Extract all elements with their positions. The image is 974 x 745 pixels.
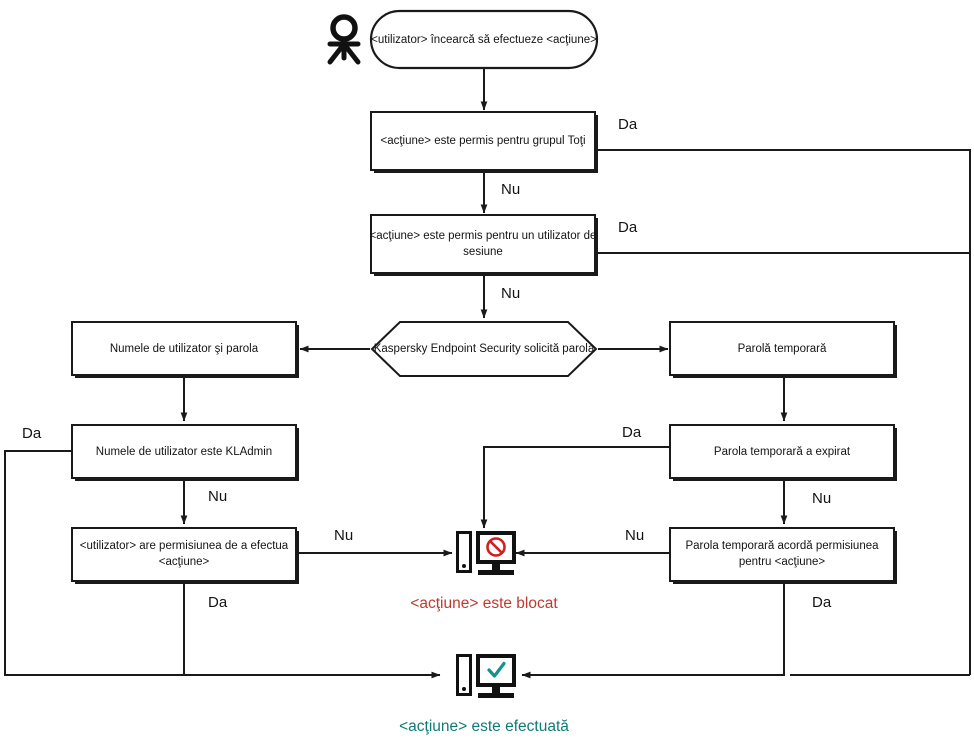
- node-allowed-session-user-label-line2: sesiune: [463, 246, 503, 258]
- edge-label-grants-no: Nu: [625, 527, 644, 544]
- node-is-kladmin: Numele de utilizator este KLAdmin: [71, 424, 299, 481]
- edge-label-session-yes: Da: [618, 219, 638, 236]
- node-allowed-session-user-label-line1: <acţiune> este permis pentru un utilizat…: [370, 230, 597, 242]
- node-temp-password: Parolă temporară: [669, 321, 897, 378]
- node-user-has-permission-label-line1: <utilizator> are permisiunea de a efectu…: [80, 540, 289, 552]
- edge-label-expired-no: Nu: [812, 490, 831, 507]
- edge-everyone-yes: [596, 149, 971, 675]
- node-temp-expired: Parola temporară a expirat: [669, 424, 897, 481]
- node-temp-expired-label: Parola temporară a expirat: [714, 446, 851, 458]
- edge-label-everyone-yes: Da: [618, 116, 638, 133]
- node-allowed-everyone: <acţiune> este permis pentru grupul Toţi: [370, 111, 598, 173]
- node-is-kladmin-label: Numele de utilizator este KLAdmin: [96, 446, 272, 458]
- edge-expired-yes: [480, 446, 670, 529]
- outcome-performed-label: <acţiune> este efectuată: [399, 718, 569, 735]
- edge-kladmin-yes: [4, 450, 441, 679]
- node-user-has-permission: <utilizator> are permisiunea de a efectu…: [71, 527, 299, 584]
- edge-label-kladmin-yes: Da: [22, 425, 42, 442]
- monitor-check-icon: [456, 654, 516, 698]
- node-kes-prompt-label: Kaspersky Endpoint Security solicită par…: [374, 343, 595, 355]
- node-start: <utilizator> încearcă să efectueze <acţi…: [369, 9, 599, 70]
- node-username-password-label: Numele de utilizator şi parola: [110, 343, 259, 355]
- edge-label-everyone-no: Nu: [501, 181, 520, 198]
- node-user-has-permission-label-line2: <acţiune>: [159, 556, 210, 568]
- outcome-blocked-label: <acţiune> este blocat: [410, 595, 558, 612]
- node-username-password: Numele de utilizator şi parola: [71, 321, 299, 378]
- edge-label-kladmin-no: Nu: [208, 488, 227, 505]
- monitor-denied-icon: [456, 531, 516, 575]
- node-temp-grants-permission-label-line1: Parola temporară acordă permisiunea: [685, 540, 879, 552]
- edge-label-permission-no: Nu: [334, 527, 353, 544]
- node-allowed-everyone-label: <acţiune> este permis pentru grupul Toţi: [381, 135, 586, 147]
- user-actor-icon: [327, 14, 361, 65]
- node-temp-grants-permission-label-line2: pentru <acţiune>: [739, 556, 826, 568]
- node-allowed-session-user: <acţiune> este permis pentru un utilizat…: [370, 214, 598, 276]
- node-start-label: <utilizator> încearcă să efectueze <acţi…: [371, 34, 597, 46]
- node-temp-password-label: Parolă temporară: [738, 343, 827, 355]
- node-temp-grants-permission: Parola temporară acordă permisiunea pent…: [669, 527, 897, 584]
- edge-label-grants-yes: Da: [812, 594, 832, 611]
- edge-grants-yes: [521, 583, 785, 679]
- edge-label-session-no: Nu: [501, 285, 520, 302]
- edge-label-expired-yes: Da: [622, 424, 642, 441]
- node-kes-prompt: Kaspersky Endpoint Security solicită par…: [370, 321, 598, 377]
- edge-label-permission-yes: Da: [208, 594, 228, 611]
